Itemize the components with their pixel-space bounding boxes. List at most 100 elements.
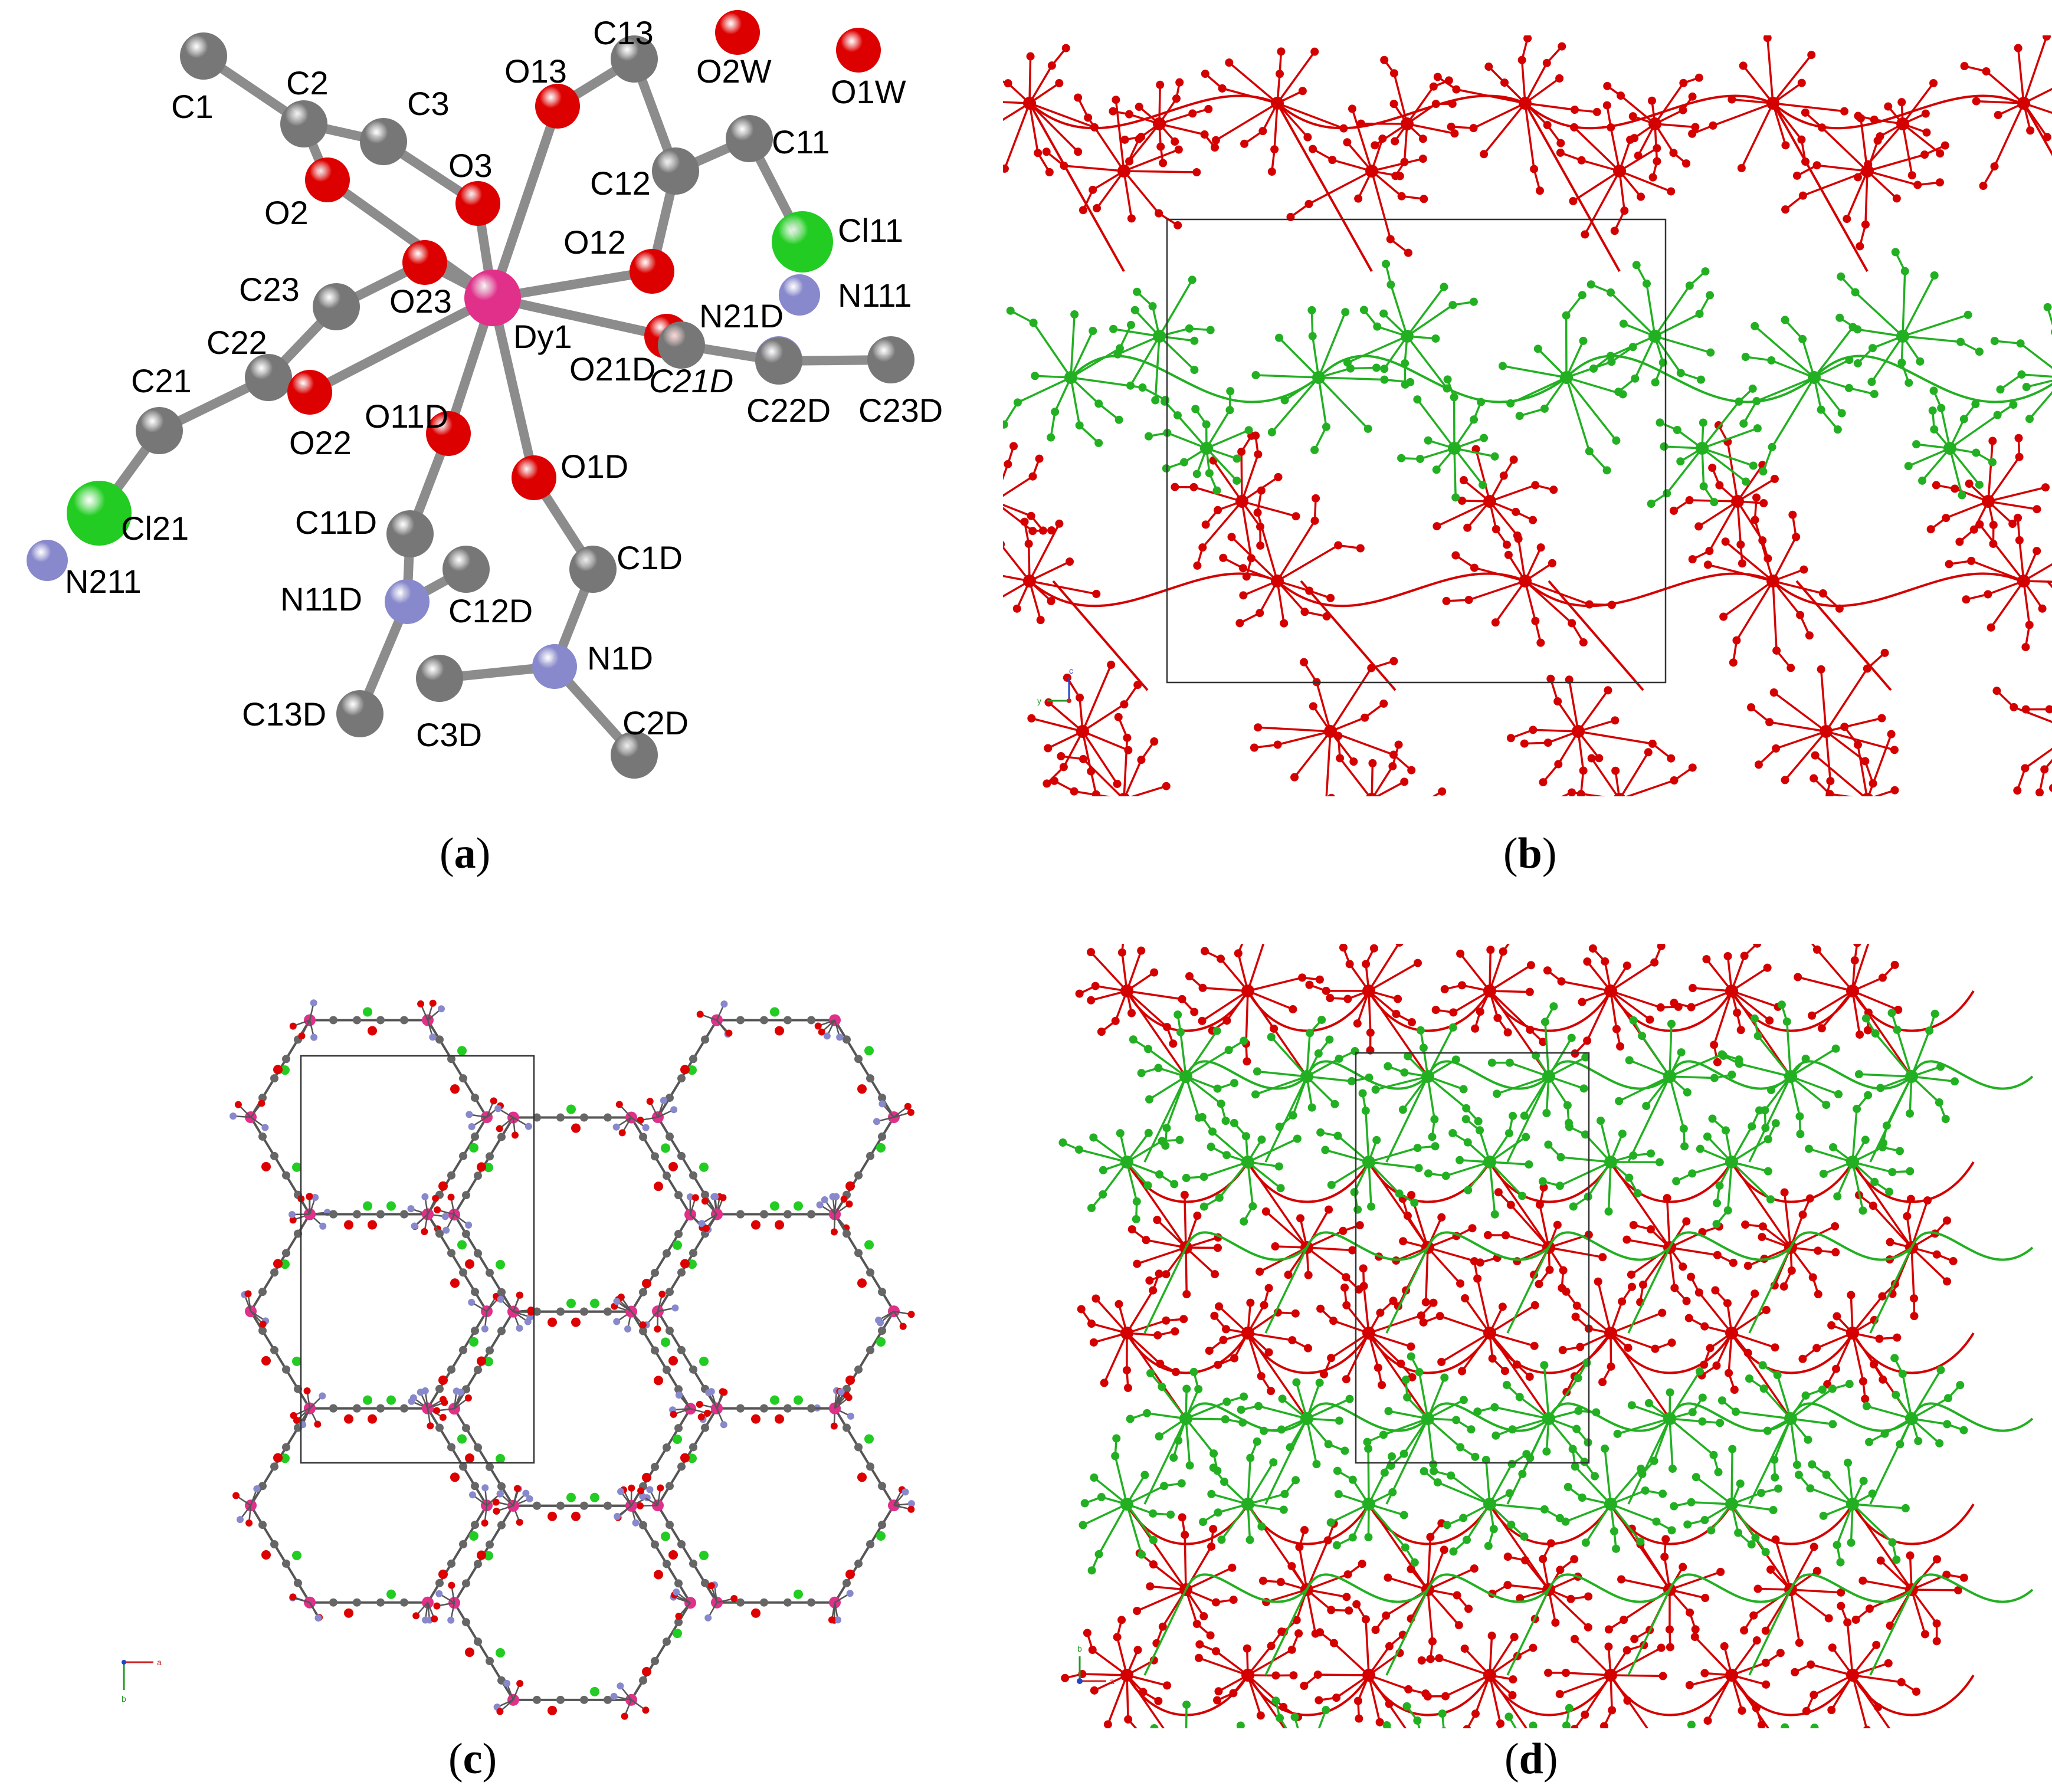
atom-label-dy1: Dy1 bbox=[513, 318, 572, 355]
atom-o3 bbox=[455, 181, 500, 226]
bond-O22-Dy1 bbox=[305, 293, 497, 397]
atom-c12 bbox=[652, 147, 699, 195]
axis-label-b: b bbox=[1077, 1644, 1082, 1653]
axis-label-y: y bbox=[1037, 696, 1041, 705]
atom-label-n211: N211 bbox=[65, 563, 142, 600]
caption-a: (a) bbox=[440, 829, 491, 878]
atom-label-c23d: C23D bbox=[858, 392, 943, 429]
atom-c13 bbox=[611, 35, 658, 83]
atom-label-o13: O13 bbox=[504, 52, 567, 90]
axis-label-c: c bbox=[1069, 666, 1073, 675]
axis-indicator: ab bbox=[122, 1658, 162, 1704]
unit-cell bbox=[1166, 218, 1667, 684]
atom-label-c21d: C21D bbox=[649, 362, 733, 399]
caption-d: (d) bbox=[1504, 1735, 1558, 1783]
atom-n11d bbox=[385, 579, 430, 624]
atom-label-o2: O2 bbox=[264, 194, 309, 231]
bond-Dy1-O1D bbox=[488, 293, 539, 483]
atom-label-c13d: C13D bbox=[242, 695, 326, 733]
atom-label-o1w: O1W bbox=[831, 73, 906, 110]
bond-O13-Dy1 bbox=[488, 101, 562, 303]
atom-c1d bbox=[569, 546, 617, 593]
unit-cell bbox=[300, 1055, 535, 1464]
atom-n1d bbox=[532, 644, 577, 689]
atom-label-o1d: O1D bbox=[560, 448, 628, 485]
atom-c23d bbox=[867, 336, 914, 383]
honeycomb-network bbox=[230, 999, 915, 1720]
atom-label-n111: N111 bbox=[838, 277, 912, 314]
atom-label-c3: C3 bbox=[407, 85, 450, 122]
atom-label-c12: C12 bbox=[590, 165, 651, 202]
atom-label-o21d: O21D bbox=[569, 350, 655, 388]
atom-o2w bbox=[715, 10, 760, 55]
atom-c1 bbox=[180, 32, 227, 80]
atom-label-cl11: Cl11 bbox=[838, 212, 903, 249]
caption-a-letter: a bbox=[454, 829, 476, 878]
atom-c11d bbox=[386, 510, 434, 557]
atom-label-o12: O12 bbox=[563, 224, 626, 261]
atom-c22 bbox=[245, 354, 292, 401]
atom-o13 bbox=[535, 84, 580, 129]
atom-c21 bbox=[136, 407, 183, 454]
bond-Dy1-O21D bbox=[488, 293, 671, 341]
red-framework bbox=[1003, 35, 2052, 796]
atom-label-c1d: C1D bbox=[617, 539, 683, 576]
atom-o12 bbox=[630, 249, 674, 294]
atom-c11 bbox=[726, 115, 773, 162]
atom-label-n1d: N1D bbox=[587, 639, 653, 677]
network-diagram-c: ab bbox=[122, 999, 915, 1720]
atom-cl21 bbox=[67, 481, 132, 546]
atom-label-cl21: Cl21 bbox=[121, 510, 189, 547]
interpenetration-diagram-d: ba bbox=[1058, 944, 2034, 1728]
atom-o2 bbox=[305, 157, 350, 202]
axis-label-b: b bbox=[122, 1694, 126, 1704]
atom-group bbox=[27, 10, 914, 779]
atom-label-c1: C1 bbox=[171, 88, 214, 125]
atom-c2 bbox=[280, 100, 327, 147]
atom-n211 bbox=[27, 540, 68, 581]
atom-label-c3d: C3D bbox=[416, 716, 482, 753]
atom-c3d bbox=[416, 655, 463, 702]
atom-label-c2: C2 bbox=[286, 64, 329, 101]
green-framework bbox=[1058, 1000, 2034, 1728]
axis-label-a: a bbox=[157, 1658, 162, 1667]
unit-cell bbox=[1355, 1052, 1590, 1464]
packing-diagram-b: cy bbox=[1003, 35, 2052, 796]
atom-o1w bbox=[836, 28, 881, 73]
atom-label-o11d: O11D bbox=[365, 398, 448, 435]
atom-c13d bbox=[336, 690, 383, 737]
atom-o1d bbox=[512, 455, 556, 500]
red-framework bbox=[1061, 944, 1975, 1728]
atom-c23 bbox=[313, 283, 360, 330]
atom-label-c11d: C11D bbox=[295, 504, 377, 541]
atom-label-c21: C21 bbox=[131, 362, 192, 399]
atom-dy1 bbox=[464, 270, 521, 326]
atom-o23 bbox=[402, 240, 447, 285]
atom-cl11 bbox=[772, 211, 833, 273]
atom-label-c22d: C22D bbox=[746, 392, 831, 429]
caption-c: (c) bbox=[448, 1735, 497, 1783]
axis-indicator: cy bbox=[1037, 666, 1073, 705]
atom-c2d bbox=[611, 731, 658, 779]
caption-c-letter: c bbox=[463, 1735, 483, 1783]
axis-indicator: ba bbox=[1077, 1644, 1114, 1686]
atom-o11d bbox=[426, 411, 471, 456]
atom-label-o23: O23 bbox=[389, 283, 452, 320]
atom-label-c23: C23 bbox=[239, 271, 300, 308]
caption-b-letter: b bbox=[1517, 829, 1542, 878]
atom-n111 bbox=[779, 274, 820, 316]
atom-label-c11: C11 bbox=[772, 123, 830, 160]
atom-label-o3: O3 bbox=[448, 147, 493, 184]
caption-d-letter: d bbox=[1519, 1735, 1543, 1783]
atom-label-n11d: N11D bbox=[280, 580, 362, 618]
green-framework bbox=[1003, 248, 2052, 508]
atom-label-c12d: C12D bbox=[448, 592, 533, 629]
atom-label-c13: C13 bbox=[593, 14, 654, 51]
caption-b: (b) bbox=[1503, 829, 1557, 878]
